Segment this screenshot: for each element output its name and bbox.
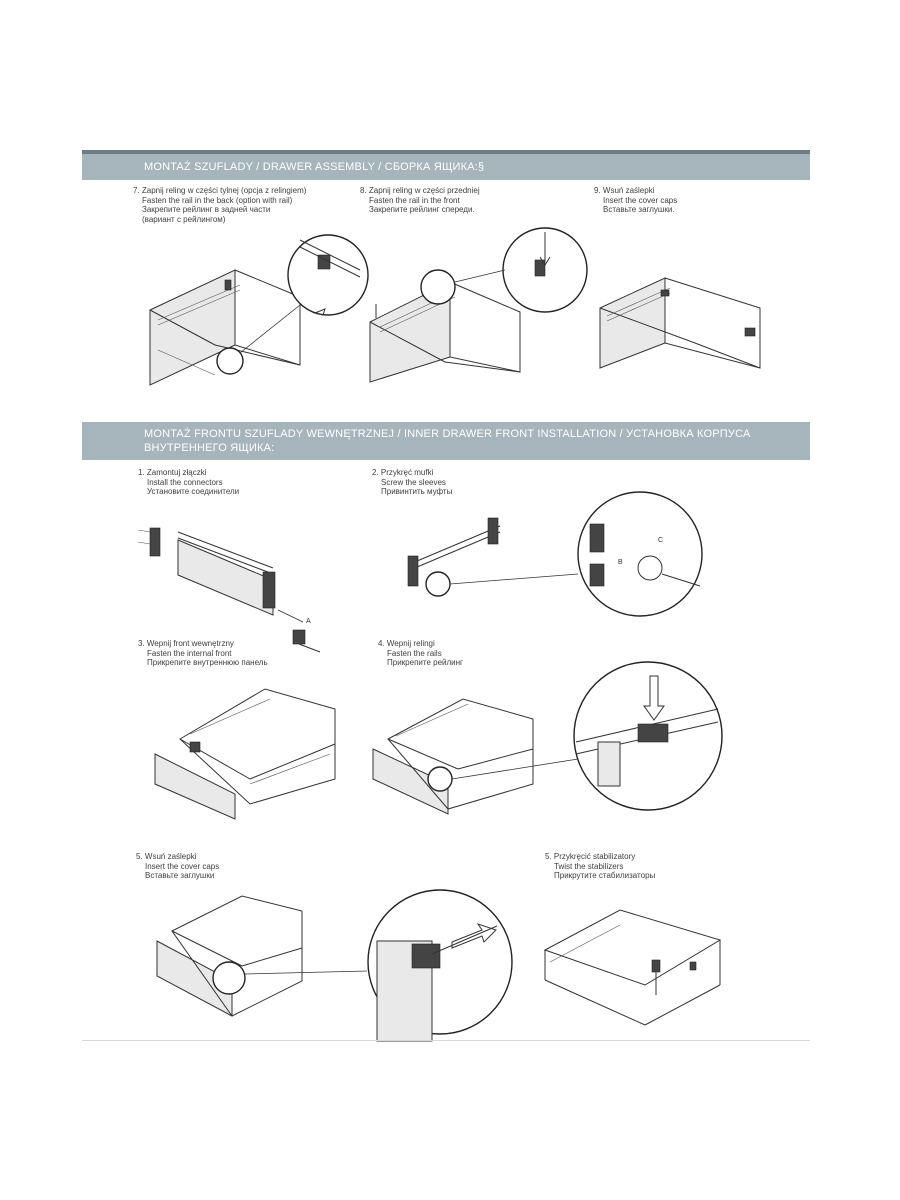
caption-line: Вставьте заглушки.: [603, 205, 675, 214]
arrow-icon: [313, 308, 326, 316]
front-step-2-illustration: C B: [407, 491, 703, 617]
front-panel: [154, 753, 236, 820]
caption-line: Insert the cover caps: [603, 195, 678, 205]
rail-connector: [637, 723, 669, 743]
caption-line: Прикрепите внутреннюю панель: [147, 658, 268, 667]
caption-line: Fasten the rail in the front: [369, 195, 460, 205]
section-title: MONTAŻ SZUFLADY / DRAWER ASSEMBLY / СБОР…: [144, 161, 485, 173]
caption-line: 9. Wsuń zaślepki: [594, 186, 655, 195]
front-panel: [372, 748, 449, 815]
caption-line: Прикрутите стабилизаторы: [554, 871, 656, 880]
section-title-line2: ВНУТРЕННЕГО ЯЩИКА:: [144, 442, 275, 454]
caption-line: Установите соединители: [147, 487, 240, 496]
step-7-caption: 7. Zapnij reling w części tylnej (opcja …: [133, 186, 306, 224]
caption-line: Вставьте заглушки: [145, 871, 215, 880]
front-step-1-illustration: A: [137, 527, 321, 653]
connector-part: [292, 629, 306, 645]
caption-line: Закрепите рейлинг спереди.: [369, 205, 475, 214]
caption-line: Закрепите рейлинг в задней части: [142, 205, 271, 214]
detail-zoom-circle: [287, 234, 369, 316]
bottom-rule: [82, 1040, 810, 1041]
step-8-caption: 8. Zapnij reling w części przedniej Fast…: [360, 186, 480, 215]
front-step-5b-caption: 5. Przykręcić stabilizatory Twist the st…: [545, 852, 655, 881]
caption-line: Привинтить муфты: [381, 487, 453, 496]
caption-line: 5. Przykręcić stabilizatory: [545, 852, 636, 861]
step-9-drawer-illustration: [599, 277, 761, 369]
caption-line: 4. Wepnij relingi: [378, 639, 435, 648]
stabilizer-part: [651, 959, 661, 973]
front-panel: [177, 539, 274, 616]
front-step-2-caption: 2. Przykręć mufki Screw the sleeves Прив…: [372, 468, 452, 497]
label-c: C: [658, 537, 663, 544]
caption-line: Fasten the internal front: [147, 648, 232, 658]
section-title: MONTAŻ FRONTU SZUFLADY WEWNĘTRZNEJ / INN…: [144, 428, 751, 440]
caption-line: Fasten the rails: [387, 648, 442, 658]
caption-line: Install the connectors: [147, 477, 223, 487]
detail-zoom-circle: [577, 491, 703, 617]
arrow-left-icon: [451, 923, 497, 949]
caption-line: Twist the stabilizers: [554, 861, 624, 871]
caption-line: 8. Zapnij reling w części przedniej: [360, 186, 480, 195]
top-rule: [82, 150, 810, 154]
section-header-drawer-assembly: MONTAŻ SZUFLADY / DRAWER ASSEMBLY / СБОР…: [82, 154, 810, 180]
caption-line: 3. Wepnij front wewnętrzny: [138, 639, 234, 648]
front-step-1-caption: 1. Zamontuj złączki Install the connecto…: [138, 468, 239, 497]
caption-line: Insert the cover caps: [145, 861, 220, 871]
label-a: A: [306, 618, 311, 625]
label-b: B: [618, 559, 623, 566]
arrow-icon: [539, 256, 551, 266]
caption-line: 5. Wsuń zaślepki: [136, 852, 197, 861]
front-step-5b-illustration: [543, 909, 722, 1026]
step-7-drawer-illustration: [149, 234, 369, 386]
caption-line: 2. Przykręć mufki: [372, 468, 434, 477]
drawer-bottom: [543, 909, 722, 986]
front-step-5a-caption: 5. Wsuń zaślepki Insert the cover caps В…: [136, 852, 219, 881]
step-9-caption: 9. Wsuń zaślepki Insert the cover caps В…: [594, 186, 677, 215]
section-header-front-installation: MONTAŻ FRONTU SZUFLADY WEWNĘTRZNEJ / INN…: [82, 422, 810, 460]
front-step-4-caption: 4. Wepnij relingi Fasten the rails Прикр…: [378, 639, 463, 668]
caption-line: Прикрепите рейлинг: [387, 658, 463, 667]
front-step-3-illustration: [154, 688, 336, 820]
step-8-drawer-illustration: [369, 227, 588, 383]
front-step-3-caption: 3. Wepnij front wewnętrzny Fasten the in…: [138, 639, 268, 668]
sleeve-part: [637, 555, 663, 581]
drawer-front-panel: [599, 277, 666, 369]
front-step-5a-illustration: [156, 889, 513, 1042]
caption-line: (вариант с рейлингом): [142, 214, 226, 224]
front-step-4-illustration: [372, 661, 723, 815]
caption-line: 1. Zamontuj złączki: [138, 468, 207, 477]
caption-line: Screw the sleeves: [381, 477, 446, 487]
caption-line: Fasten the rail in the back (option with…: [142, 195, 293, 205]
arrow-down-icon: [643, 675, 665, 721]
caption-line: 7. Zapnij reling w części tylnej (opcja …: [133, 186, 307, 195]
